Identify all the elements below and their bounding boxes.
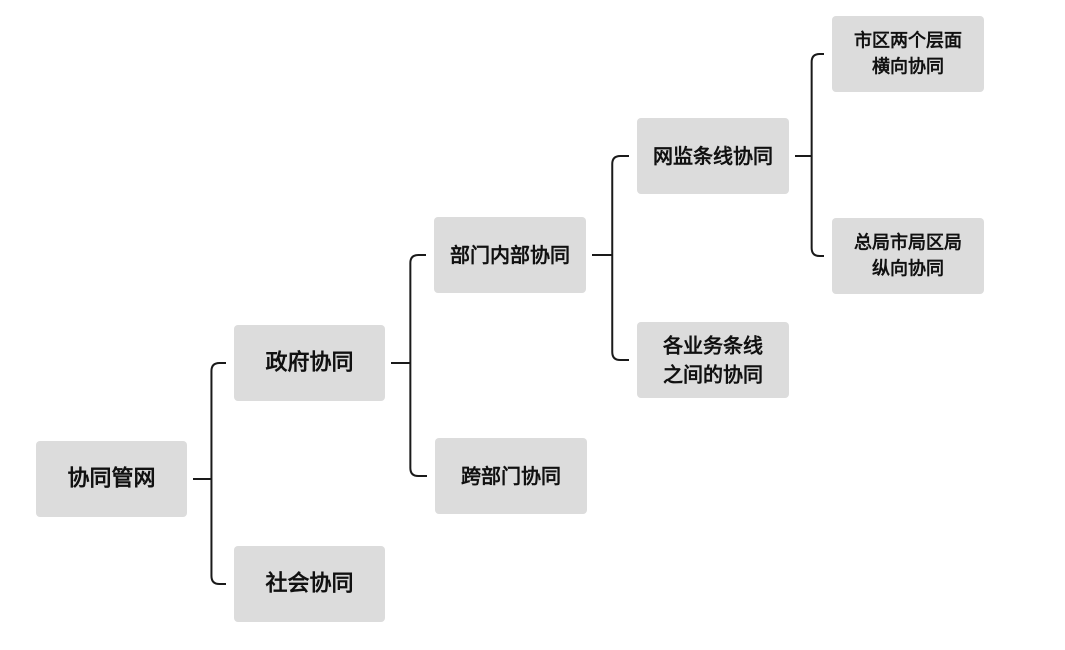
node-cross: 跨部门协同 [435, 438, 587, 514]
connector-branch [210, 362, 226, 479]
node-label: 横向协同 [872, 56, 944, 78]
connector-branch [409, 254, 426, 363]
node-box [637, 322, 789, 398]
connector-branch [409, 363, 427, 477]
connector-branch [810, 53, 824, 156]
node-box [832, 16, 984, 92]
node-label: 部门内部协同 [450, 243, 570, 267]
connector-branch [611, 255, 629, 361]
node-label: 网监条线协同 [653, 144, 773, 168]
connector-branch [810, 156, 824, 257]
connectors [193, 53, 824, 585]
node-label: 各业务条线 [662, 334, 763, 358]
connector-branch [210, 479, 226, 585]
node-line: 网监条线协同 [637, 118, 789, 194]
node-label: 之间的协同 [663, 363, 763, 387]
node-label: 市区两个层面 [854, 29, 962, 51]
node-label: 纵向协同 [872, 258, 944, 280]
node-gov: 政府协同 [234, 325, 385, 401]
node-social: 社会协同 [234, 546, 385, 622]
node-label: 跨部门协同 [461, 464, 561, 488]
node-box [234, 325, 385, 401]
node-label: 协同管网 [67, 466, 155, 492]
node-box [434, 217, 586, 293]
node-intra: 部门内部协同 [434, 217, 586, 293]
node-box [637, 118, 789, 194]
node-root: 协同管网 [36, 441, 187, 517]
node-box [234, 546, 385, 622]
node-box [435, 438, 587, 514]
node-box [36, 441, 187, 517]
node-label: 政府协同 [265, 350, 353, 376]
node-label: 社会协同 [265, 571, 353, 597]
node-box [832, 218, 984, 294]
connector-branch [611, 155, 629, 255]
node-label: 总局市局区局 [854, 231, 962, 253]
